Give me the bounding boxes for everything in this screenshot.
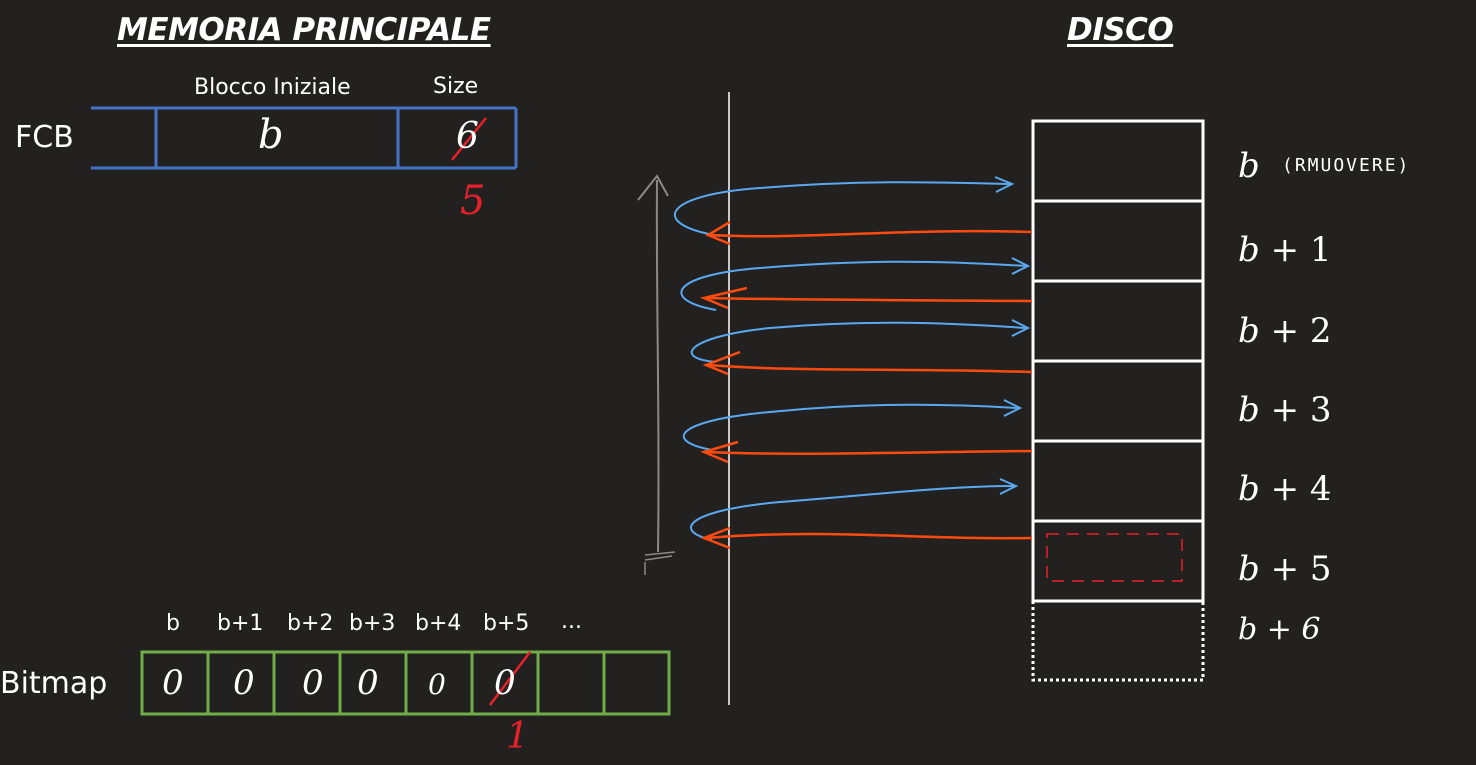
bitmap-cell-value: 0 xyxy=(357,663,379,703)
orange-arrows xyxy=(699,220,1033,550)
bitmap-header: b xyxy=(166,611,180,636)
bitmap-header: b+4 xyxy=(415,611,462,636)
disk-extra-block-label: b + 6 xyxy=(1238,612,1321,647)
fcb-size-new-value: 5 xyxy=(460,178,486,224)
bitmap-header: b+5 xyxy=(483,611,530,636)
fcb-start-block-header: Blocco Iniziale xyxy=(194,75,351,100)
fcb-size-strike xyxy=(451,117,487,161)
bitmap-cell-value: 0 xyxy=(494,663,516,703)
disk-title: DISCO xyxy=(1067,12,1174,48)
bitmap-cell-value: 0 xyxy=(428,668,446,701)
bitmap-cell-value: 0 xyxy=(233,663,255,703)
bitmap-header: ... xyxy=(561,609,582,634)
main-memory-title: MEMORIA PRINCIPALE xyxy=(117,12,491,48)
disk-block-label: b + 4 xyxy=(1238,469,1332,509)
disk-block-label: b xyxy=(1238,146,1260,186)
remove-note: (RMUOVERE) xyxy=(1282,155,1411,176)
scroll-up-arrow-icon xyxy=(637,174,676,575)
fcb-size-header: Size xyxy=(433,74,479,99)
bitmap-cell-value: 0 xyxy=(162,663,184,703)
blue-arrows xyxy=(674,176,1031,541)
disk-block-label: b + 1 xyxy=(1238,230,1332,270)
fcb-start-value: b xyxy=(258,112,284,158)
bitmap-header: b+1 xyxy=(217,611,264,636)
fcb-table xyxy=(91,106,518,170)
disk-blocks xyxy=(1031,119,1205,682)
bitmap-table xyxy=(140,650,671,716)
bitmap-header: b+3 xyxy=(349,611,396,636)
bitmap-cell-value: 0 xyxy=(302,663,324,703)
bitmap-header: b+2 xyxy=(287,611,334,636)
bitmap-b5-new-value: 1 xyxy=(506,716,529,757)
disk-block-label: b + 2 xyxy=(1238,311,1332,351)
bitmap-b5-strike xyxy=(489,651,531,706)
bitmap-label: Bitmap xyxy=(0,666,108,701)
disk-block-label: b + 5 xyxy=(1238,549,1332,589)
fcb-label: FCB xyxy=(15,120,74,155)
fcb-size-old-value: 6 xyxy=(456,116,479,157)
disk-block-label: b + 3 xyxy=(1238,390,1332,430)
